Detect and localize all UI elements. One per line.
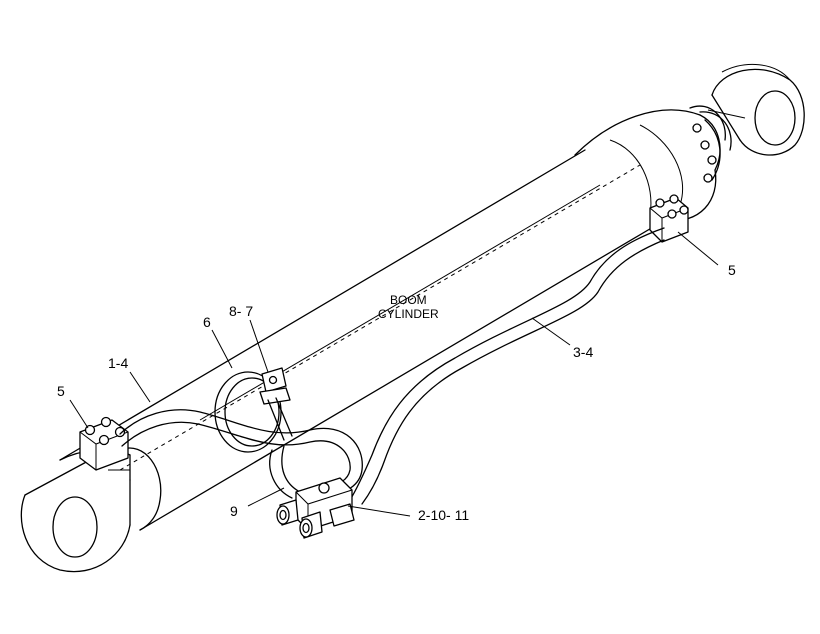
- leader-lines: [69, 231, 719, 517]
- cylinder-head-barrel: [574, 105, 732, 222]
- right-port-flange: [649, 194, 689, 243]
- callout-2-10-11: 2-10- 11: [418, 507, 469, 523]
- callout-1-4: 1-4: [108, 355, 128, 371]
- callout-5-left: 5: [57, 383, 65, 399]
- caption-cylinder: CYLINDER: [378, 307, 439, 321]
- fitting-block: [276, 477, 355, 539]
- tube-1-4: [119, 409, 363, 499]
- cylinder-tube: [59, 149, 666, 531]
- caption-boom: BOOM: [390, 293, 427, 307]
- callout-9: 9: [230, 503, 238, 519]
- callout-6: 6: [203, 314, 211, 330]
- tube-clamp: [214, 367, 293, 453]
- tube-3-4: [349, 227, 665, 505]
- callout-5-right: 5: [728, 262, 736, 278]
- callout-3-4: 3-4: [573, 344, 593, 360]
- callout-8-7: 8- 7: [229, 303, 253, 319]
- left-port-flange: [79, 416, 129, 471]
- rod-eye: [707, 63, 805, 156]
